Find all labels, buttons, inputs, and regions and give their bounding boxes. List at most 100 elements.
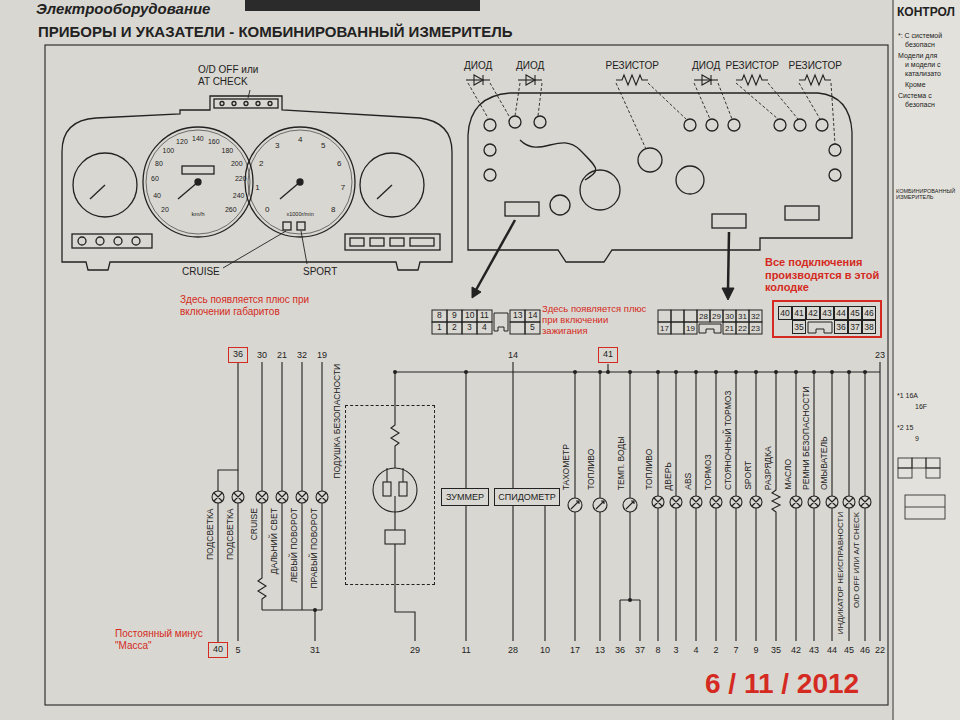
page-heading: КОНТРОЛ xyxy=(897,6,955,20)
junction-dot xyxy=(794,370,798,374)
pin-number: 2 xyxy=(452,323,457,333)
connector-cells xyxy=(477,322,492,334)
dashed-leader xyxy=(515,83,520,116)
diode-symbol xyxy=(482,75,483,85)
pin-number: 14 xyxy=(528,311,537,321)
pin-cell: 35 xyxy=(792,320,806,334)
lamp-symbol xyxy=(214,493,326,501)
cluster-front xyxy=(146,130,250,234)
pointer-arrow xyxy=(728,232,729,290)
component-label: РЕЗИСТОР xyxy=(789,60,842,72)
diode-symbol xyxy=(466,79,490,80)
cluster-back xyxy=(684,119,696,131)
component-label: РЕЗИСТОР xyxy=(726,60,779,72)
side-note: *: С системой xyxy=(898,32,942,40)
circuit-label: ОМЫВАТЕЛЬ xyxy=(820,436,829,490)
cluster-front xyxy=(220,102,224,106)
pin-number-box: 40 xyxy=(208,642,228,658)
side-note: Система с xyxy=(898,92,932,100)
footnote: 9 xyxy=(915,435,919,443)
cluster-front xyxy=(78,237,86,245)
pin-number: 30 xyxy=(725,312,734,321)
pin-number: 31 xyxy=(310,645,320,655)
cluster-back xyxy=(484,144,496,156)
dashed-leader xyxy=(616,83,646,149)
connector-cells xyxy=(723,310,736,322)
pin-number: 13 xyxy=(513,311,522,321)
circuit-label: РАЗРЯДКА xyxy=(764,446,773,490)
cluster-front xyxy=(377,185,392,199)
airbag-internals xyxy=(394,496,395,512)
dial-number: 180 xyxy=(222,147,234,155)
circuit-label: СТОЯНОЧНЫЙ ТОРМОЗ xyxy=(724,391,733,490)
cluster-back xyxy=(580,170,620,210)
cluster-back xyxy=(484,169,496,181)
pin-number: 4 xyxy=(694,645,699,655)
dial-number: 100 xyxy=(162,147,174,155)
dashed-leader xyxy=(831,83,835,144)
junction-dot xyxy=(628,598,632,602)
speedometer-box: СПИДОМЕТР xyxy=(494,488,560,506)
airbag-module: ПОДУШКА БЕЗОПАСНОСТИ xyxy=(345,405,435,585)
cluster-front xyxy=(96,237,104,245)
connector-cells xyxy=(477,310,492,322)
pin-number: 3 xyxy=(467,323,472,333)
pin-number: 46 xyxy=(860,645,870,655)
cluster-front xyxy=(132,237,140,245)
wiring xyxy=(262,503,322,641)
airbag-internals xyxy=(383,482,391,496)
pin-number: 11 xyxy=(480,311,489,321)
cluster-front xyxy=(62,96,452,270)
dashed-leader xyxy=(538,83,542,116)
cluster-front xyxy=(62,96,452,270)
pin-number: 32 xyxy=(751,312,760,321)
circuit-label: ТЕМП. ВОДЫ xyxy=(617,436,626,490)
cluster-back xyxy=(706,119,718,131)
pin-cell: 45 xyxy=(848,306,862,320)
cluster-back xyxy=(785,206,819,220)
diagram-frame xyxy=(45,45,888,705)
pin-number: 45 xyxy=(844,645,854,655)
connector-cells xyxy=(462,310,477,322)
pin-number: 31 xyxy=(738,312,747,321)
side-note: катализато xyxy=(905,70,941,78)
diode-symbol xyxy=(474,75,483,85)
resistor-symbol xyxy=(799,75,831,85)
diode-symbol xyxy=(534,75,535,85)
connector-sketch xyxy=(926,468,940,478)
airbag-internals xyxy=(385,530,405,544)
pin-number: 37 xyxy=(635,645,645,655)
component-label: ДИОД xyxy=(464,60,492,72)
pin-cell: 41 xyxy=(792,306,806,320)
dashed-leader xyxy=(718,83,732,119)
wiring xyxy=(513,506,545,641)
junction-dot xyxy=(734,370,738,374)
connector-sketch xyxy=(898,458,945,519)
diode-symbol xyxy=(526,75,535,85)
module-heading: ПОДУШКА БЕЗОПАСНОСТИ xyxy=(333,364,342,479)
diagram-title: ПРИБОРЫ И УКАЗАТЕЛИ - КОМБИНИРОВАННЫЙ ИЗ… xyxy=(38,23,513,40)
pin-number: 23 xyxy=(875,350,885,360)
junction-dot xyxy=(628,370,632,374)
cluster-back xyxy=(829,144,841,156)
part-label: SPORT xyxy=(303,266,337,278)
cluster-front xyxy=(178,182,198,199)
node-label: 40 xyxy=(209,643,227,656)
wiring xyxy=(395,362,880,641)
dial-number: 200 xyxy=(231,160,243,168)
dial-number: 220 xyxy=(235,175,247,183)
cluster-back xyxy=(816,119,828,131)
junction-dot xyxy=(464,370,468,374)
junction-dot xyxy=(830,370,834,374)
circuit-label: ПОДСВЕТКА xyxy=(206,508,215,560)
wiring xyxy=(512,362,513,488)
cluster-front xyxy=(143,127,253,237)
dashed-leader xyxy=(490,83,509,116)
dial-number: 3 xyxy=(275,141,279,150)
dial-number: 40 xyxy=(153,192,161,200)
page-ground xyxy=(245,0,960,720)
node-label: 41 xyxy=(599,348,617,361)
connector-cells xyxy=(510,310,525,322)
connector-cells xyxy=(462,322,477,334)
junction-dot xyxy=(714,370,718,374)
